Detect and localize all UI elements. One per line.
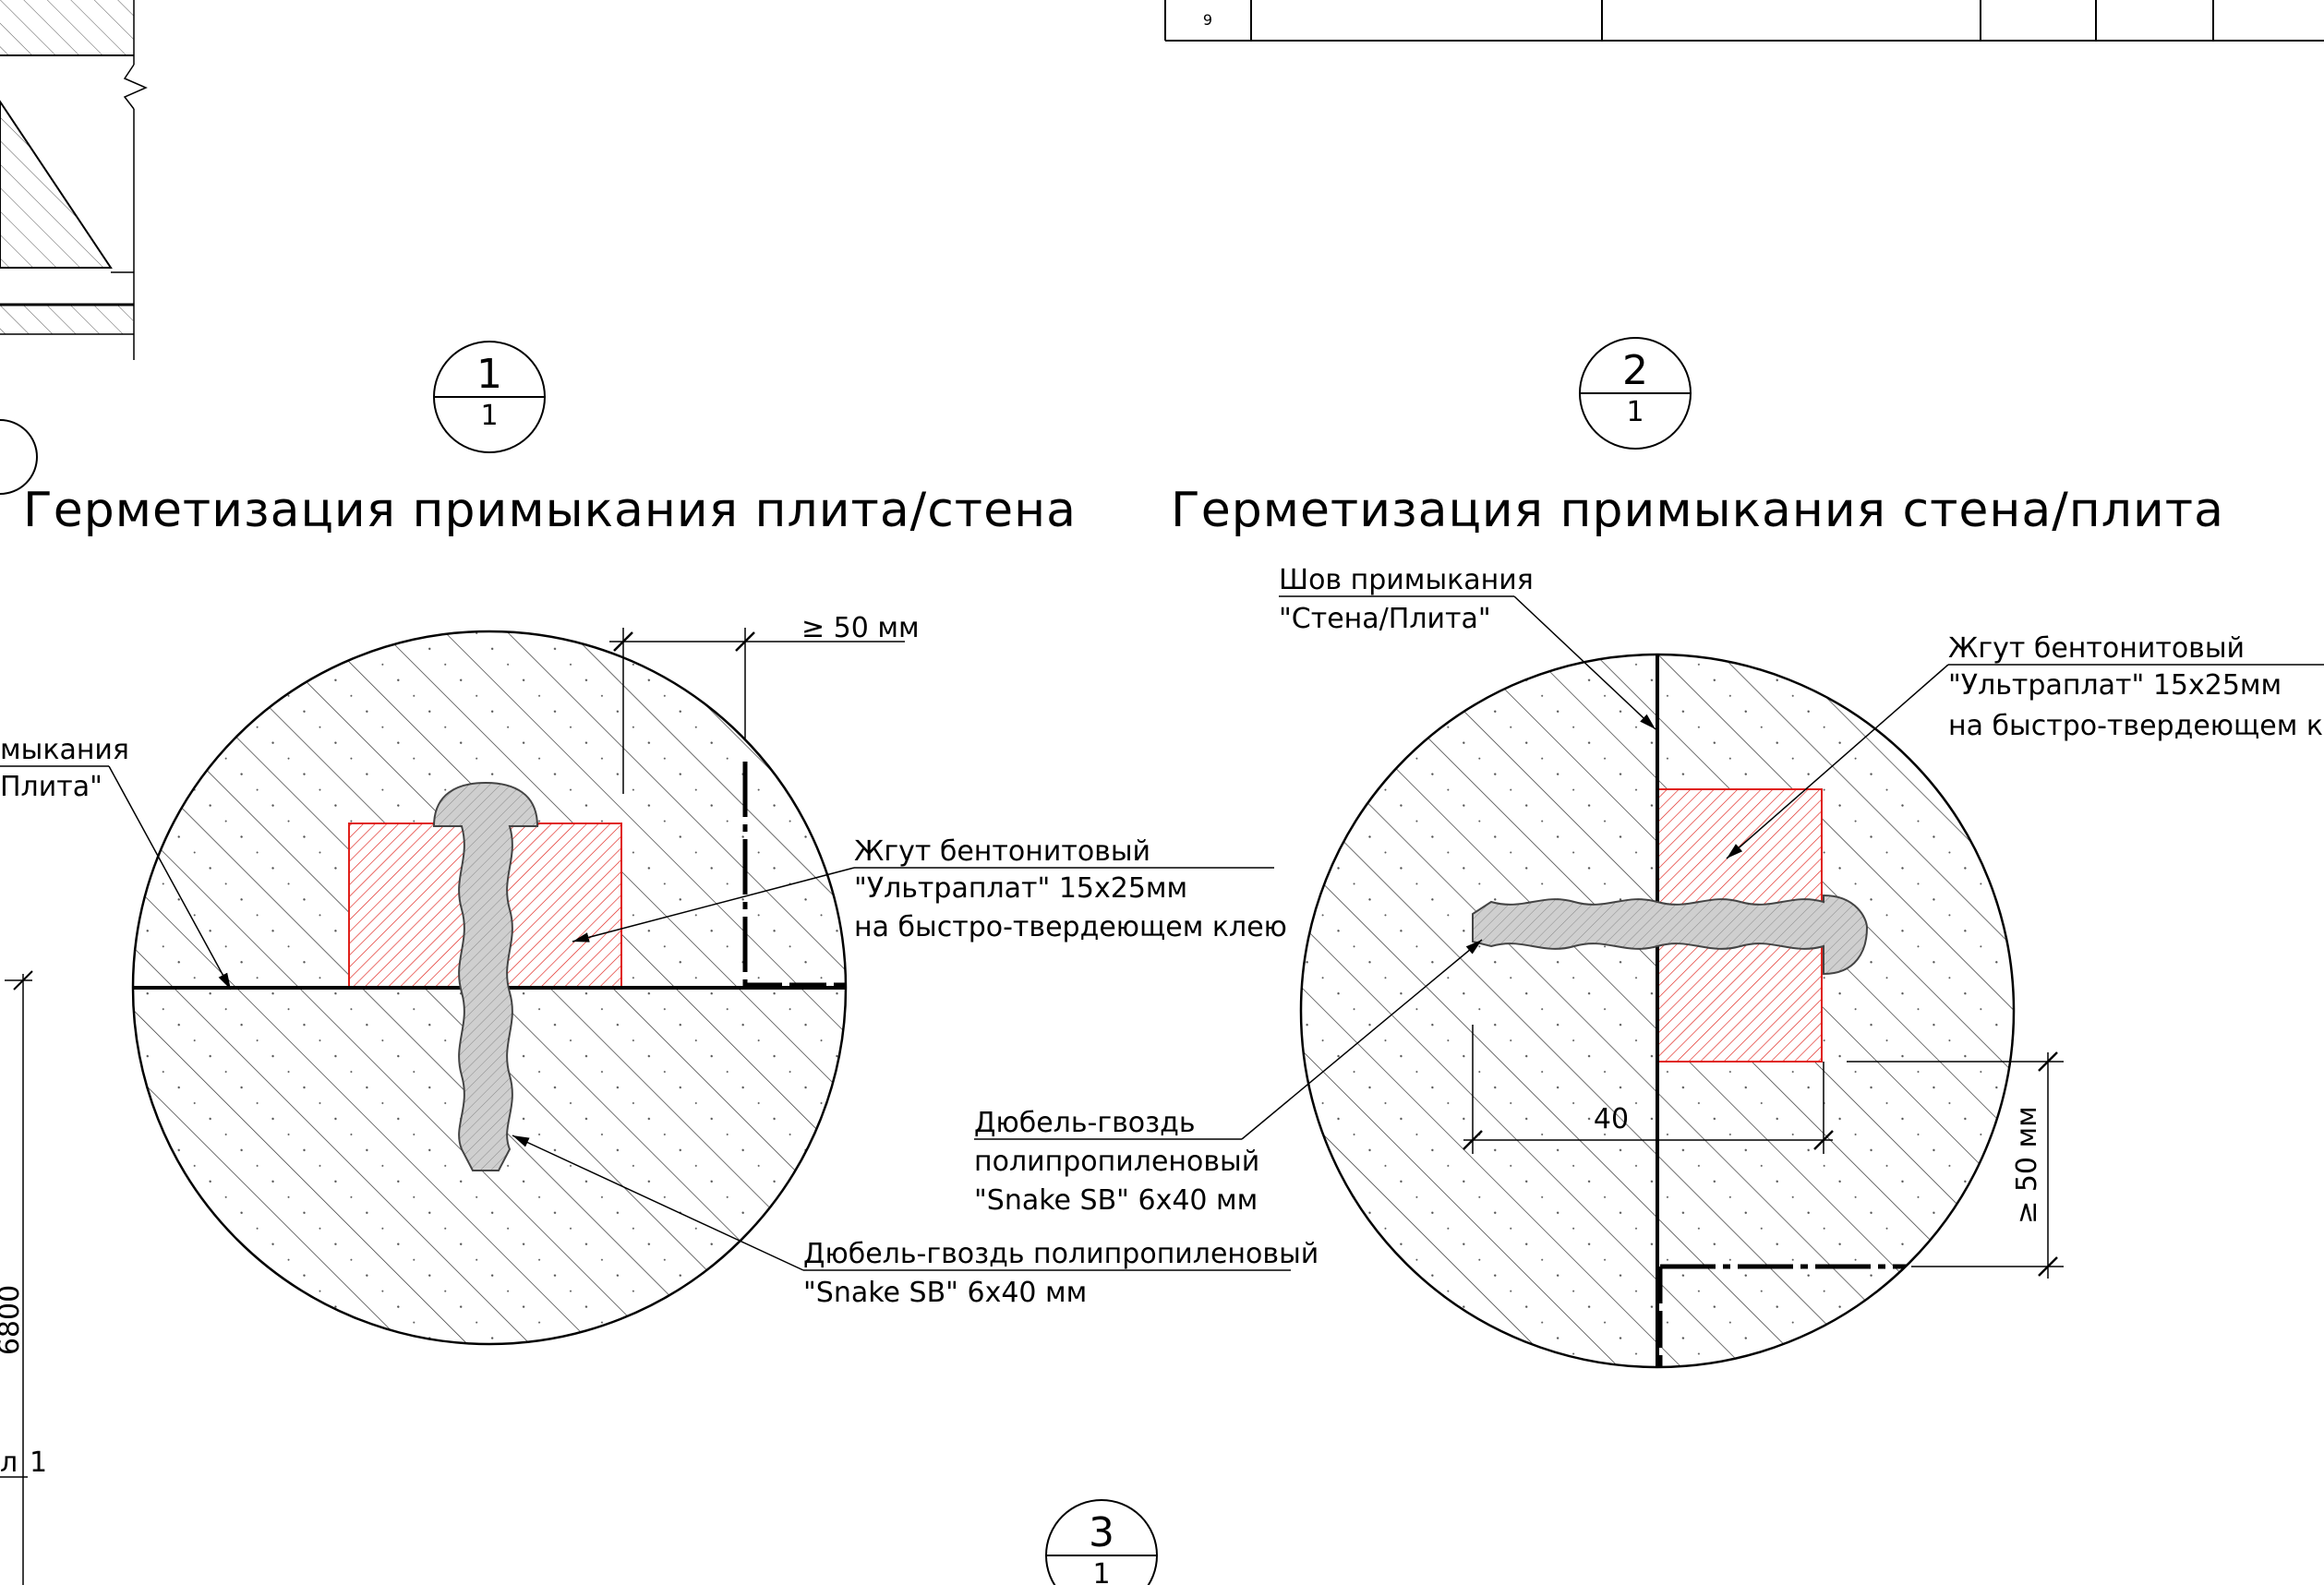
detail-1-seam-label-line2: Плита"	[0, 771, 102, 803]
detail-2-dimension-vertical: ≥ 50 мм	[1847, 1051, 2064, 1279]
detail-1: 1 1 Герметизация примыкания плита/стена …	[0, 341, 1319, 1346]
detail-2-dimension-horizontal-text: 40	[1594, 1103, 1629, 1135]
detail-1-cord-label-line1: Жгут бентонитовый	[854, 835, 1150, 868]
detail-3-marker: 3 1	[1045, 1499, 1158, 1585]
detail-2-sheet: 1	[1626, 396, 1644, 428]
detail-2: 2 1 Герметизация примыкания стена/плита …	[974, 337, 2324, 1369]
detail-3-number: 3	[1089, 1509, 1114, 1556]
detail-1-callout-circle	[131, 630, 848, 1346]
detail-2-dimension-vertical-text: ≥ 50 мм	[2011, 1106, 2043, 1224]
detail-2-cord-label-line1: Жгут бентонитовый	[1948, 632, 2245, 665]
detail-2-dowel-label-line1: Дюбель-гвоздь	[974, 1107, 1196, 1139]
detail-2-cord-label-line3: на быстро-твердеющем кл	[1948, 710, 2324, 742]
detail-2-dimension-horizontal: 40	[1463, 1025, 1834, 1154]
detail-1-cord-label-line2: "Ультраплат" 15х25мм	[854, 872, 1187, 905]
left-edge-label: л	[0, 1447, 18, 1479]
detail-2-seam-callout: Шов примыкания "Стена/Плита"	[1279, 564, 1656, 730]
detail-2-dowel-label-line3: "Snake SB" 6х40 мм	[974, 1184, 1258, 1217]
detail-2-marker: 2 1	[1579, 337, 1692, 450]
detail-1-dowel-label-line2: "Snake SB" 6х40 мм	[803, 1277, 1087, 1309]
detail-2-callout-circle	[1299, 653, 2016, 1369]
detail-1-dowel-label-line1: Дюбель-гвоздь полипропиленовый	[803, 1238, 1319, 1270]
detail-2-dowel-callout: Дюбель-гвоздь полипропиленовый "Snake SB…	[974, 939, 1483, 1217]
detail-1-sheet: 1	[480, 400, 498, 432]
detail-2-cord-label-line2: "Ультраплат" 15х25мм	[1948, 669, 2282, 702]
table-row-number: 9	[1203, 11, 1212, 29]
detail-1-marker: 1 1	[433, 341, 546, 453]
detail-1-dimension-text: ≥ 50 мм	[801, 612, 920, 644]
left-dimension-text: 6800	[0, 1285, 26, 1355]
left-edge-fragment: 6800 л 1	[0, 970, 47, 1585]
detail-2-cord-callout: Жгут бентонитовый "Ультраплат" 15х25мм н…	[1726, 632, 2324, 859]
detail-1-dowel-callout: Дюбель-гвоздь полипропиленовый "Snake SB…	[512, 1135, 1319, 1309]
detail-2-dowel	[1472, 894, 1869, 976]
top-left-fragment	[0, 0, 148, 495]
detail-1-number: 1	[476, 351, 502, 398]
detail-1-dimension: ≥ 50 мм	[609, 612, 920, 794]
detail-2-seam-label-line2: "Стена/Плита"	[1279, 603, 1491, 635]
detail-2-title: Герметизация примыкания стена/плита	[1171, 483, 2224, 538]
spec-table-fragment: 9	[1164, 0, 2324, 42]
detail-2-number: 2	[1622, 347, 1648, 394]
detail-1-cord-label-line3: на быстро-твердеющем клею	[854, 911, 1287, 943]
detail-1-cord-callout: Жгут бентонитовый "Ультраплат" 15х25мм н…	[572, 835, 1287, 943]
detail-1-seam-label-line1: мыкания	[0, 734, 129, 766]
detail-1-title: Герметизация примыкания плита/стена	[23, 483, 1077, 538]
detail-1-dowel	[432, 781, 539, 1171]
detail-2-dowel-label-line2: полипропиленовый	[974, 1146, 1259, 1178]
detail-3-sheet: 1	[1092, 1558, 1110, 1585]
detail-2-seam-label-line1: Шов примыкания	[1279, 564, 1534, 596]
left-edge-label-number: 1	[30, 1447, 47, 1479]
detail-1-seam-callout: мыкания Плита"	[0, 734, 232, 991]
